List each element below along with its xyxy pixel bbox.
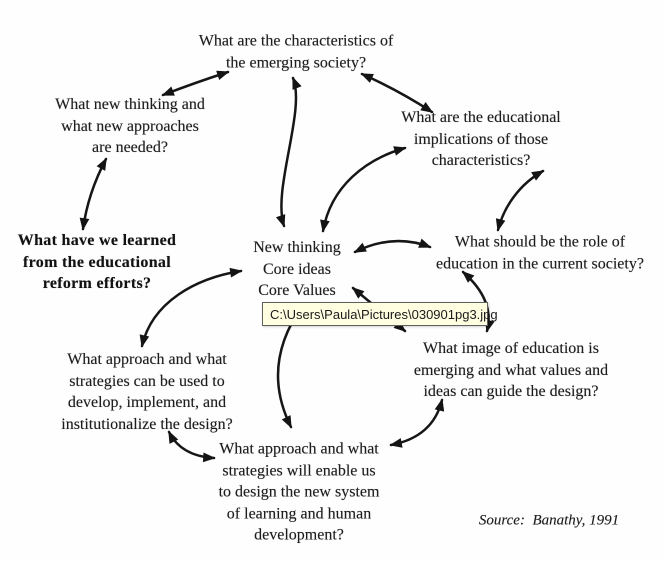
edge-strategies-institutionalize-design--strategies-design-new-system: [167, 430, 216, 463]
edge-strategies-design-new-system--image-of-education-emerging: [389, 398, 445, 448]
diagram-node-core-ideas-values: New thinking Core ideas Core Values: [253, 238, 341, 299]
edge-characteristics-emerging-society--core-ideas-values: [275, 76, 302, 228]
source-citation: Source: Banathy, 1991: [478, 512, 620, 529]
edge-characteristics-emerging-society--educational-implications: [360, 72, 434, 114]
edge-core-ideas-values--role-of-education-current-society: [353, 238, 432, 254]
edge-new-thinking-approaches-needed--learned-from-reform-efforts: [79, 157, 108, 231]
diagram-node-new-thinking-approaches-needed: What new thinking and what new approache…: [55, 95, 205, 156]
file-path-tooltip: C:\Users\Paula\Pictures\030901pg3.jpg: [262, 302, 498, 326]
edge-new-thinking-approaches-needed--characteristics-emerging-society: [161, 70, 230, 97]
diagram-node-characteristics-emerging-society: What are the characteristics of the emer…: [198, 32, 394, 72]
edge-role-of-education-current-society--image-of-education-emerging: [461, 270, 495, 333]
diagram-node-educational-implications: What are the educational implications of…: [401, 108, 561, 169]
file-path-text: C:\Users\Paula\Pictures\030901pg3.jpg: [270, 306, 498, 322]
edge-core-ideas-values--educational-implications: [320, 146, 407, 233]
diagram-node-learned-from-reform-efforts: What have we learned from the educationa…: [17, 231, 177, 292]
edge-strategies-institutionalize-design--core-ideas-values: [139, 267, 243, 348]
diagram-node-strategies-design-new-system: What approach and what strategies will e…: [218, 440, 380, 544]
diagram-node-role-of-education-current-society: What should be the role of education in …: [436, 233, 644, 273]
diagram-node-strategies-institutionalize-design: What approach and what strategies can be…: [61, 351, 233, 433]
edge-educational-implications--role-of-education-current-society: [495, 169, 545, 232]
diagram-node-image-of-education-emerging: What image of education is emerging and …: [413, 339, 609, 400]
